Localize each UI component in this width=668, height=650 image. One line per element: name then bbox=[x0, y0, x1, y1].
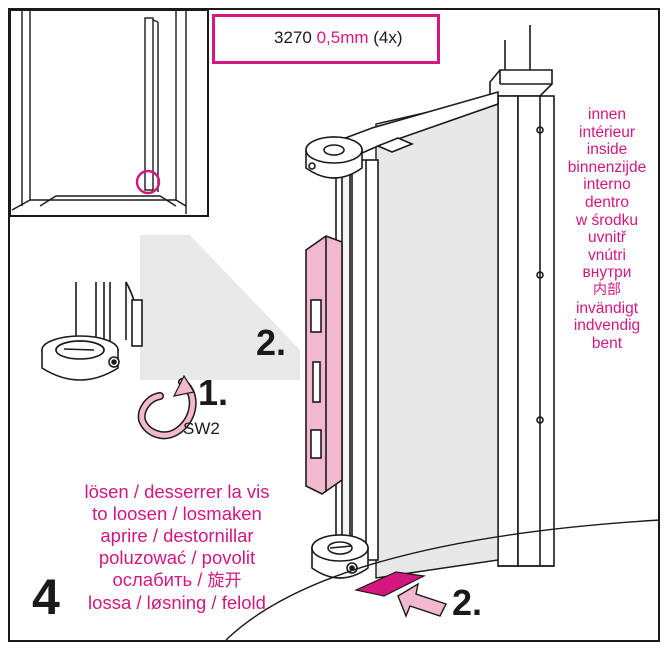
instruction-line: ослабить / 旋开 bbox=[52, 569, 302, 592]
cassette bbox=[305, 90, 499, 579]
push-arrow-icon bbox=[397, 582, 447, 618]
shim-quantity: (4x) bbox=[373, 28, 403, 47]
instruction-line: lossa / løsning / felold bbox=[88, 592, 266, 613]
floor-shim-icon bbox=[354, 571, 426, 597]
floor-line bbox=[225, 519, 661, 641]
step-1-label: 1. bbox=[198, 372, 229, 413]
rotation-arrow-icon bbox=[137, 374, 197, 440]
instruction-ru: ослабить / bbox=[112, 569, 208, 590]
inside-label: innen bbox=[588, 106, 626, 123]
shim-spec-text: 3270 0,5mm (4x) bbox=[274, 28, 403, 48]
inside-label: interno bbox=[583, 176, 631, 194]
inside-label: intérieur bbox=[579, 123, 635, 141]
page-number: 4 bbox=[32, 569, 60, 625]
instruction-zh: 旋开 bbox=[207, 571, 242, 591]
inside-label: внутри bbox=[582, 264, 632, 282]
inside-label: binnenzijde bbox=[567, 158, 647, 176]
pivot-detail bbox=[41, 235, 300, 381]
tool-size-label: SW2 bbox=[183, 419, 220, 438]
inside-label: indvendig bbox=[573, 317, 641, 335]
page-border bbox=[8, 8, 660, 642]
overview-inset bbox=[9, 9, 209, 217]
inside-label: inside bbox=[586, 141, 628, 159]
screen-fabric bbox=[375, 95, 499, 579]
instruction-line: aprire / destornillar bbox=[100, 525, 254, 546]
shim-thickness: 0,5mm bbox=[316, 28, 369, 47]
inside-label-list: innen intérieur inside binnenzijde inter… bbox=[548, 106, 666, 352]
step-2-shim-label: 2. bbox=[452, 582, 483, 623]
inside-label: uvnitř bbox=[588, 229, 626, 247]
step-2-level-label: 2. bbox=[256, 322, 287, 363]
inside-label: w środku bbox=[575, 211, 639, 229]
frame-profile bbox=[489, 25, 555, 567]
shim-spec-box bbox=[212, 14, 440, 64]
inside-label: 内部 bbox=[593, 281, 621, 298]
spirit-level-icon bbox=[305, 235, 343, 495]
inside-label: vnútri bbox=[588, 246, 626, 264]
instruction-line: lösen / desserrer la vis bbox=[84, 481, 270, 502]
instruction-line: to loosen / losmaken bbox=[92, 503, 262, 524]
inside-label: dentro bbox=[585, 193, 629, 211]
part-number: 3270 bbox=[274, 28, 312, 47]
loosen-instruction: lösen / desserrer la vis to loosen / los… bbox=[52, 481, 302, 614]
inside-label: bent bbox=[591, 334, 623, 352]
inside-label: invändigt bbox=[575, 299, 639, 317]
instruction-line: poluzować / povolit bbox=[98, 547, 256, 568]
